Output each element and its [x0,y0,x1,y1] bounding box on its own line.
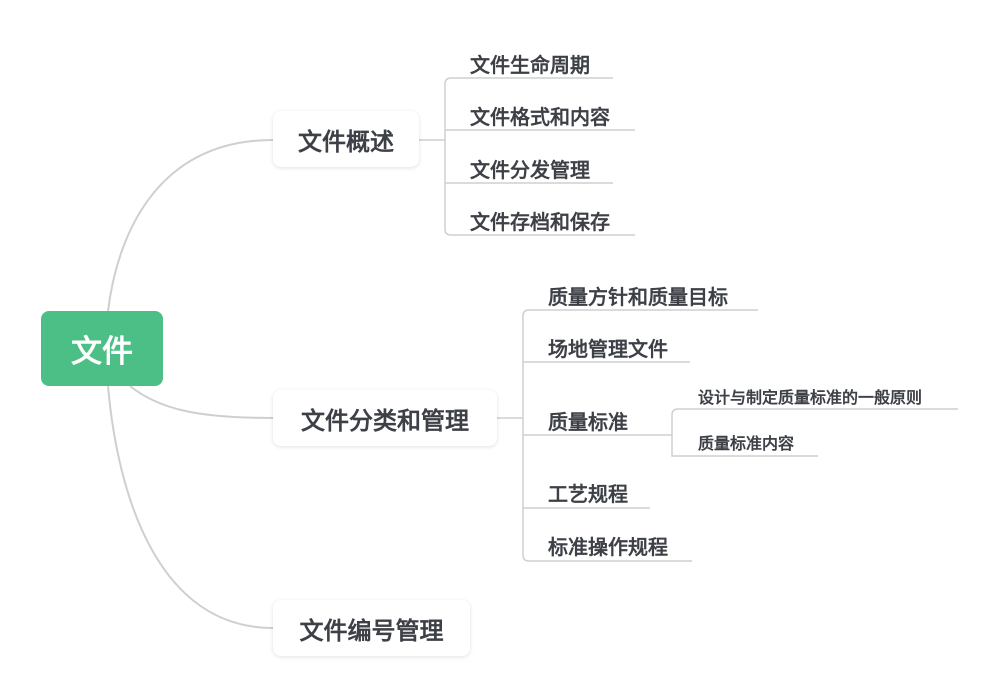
curve-to-numbering [107,385,274,629]
sub-leaf-node[interactable]: 设计与制定质量标准的一般原则 [698,388,923,407]
leaf-node[interactable]: 质量方针和质量目标 [548,285,728,309]
leaf-node[interactable]: 工艺规程 [548,482,628,506]
leaf-node[interactable]: 质量标准 [548,410,628,434]
leaf-node[interactable]: 文件生命周期 [470,53,590,77]
leaf-node[interactable]: 文件存档和保存 [470,210,610,234]
sub-leaf-node[interactable]: 质量标准内容 [698,434,795,453]
curve-to-classification [129,385,274,419]
leaf-node[interactable]: 文件格式和内容 [470,105,610,129]
branch-file-numbering[interactable]: 文件编号管理 [273,600,470,656]
leaf-node[interactable]: 标准操作规程 [548,535,668,559]
root-node[interactable]: 文件 [41,311,163,386]
leaf-node[interactable]: 文件分发管理 [470,158,590,182]
leaf-node[interactable]: 场地管理文件 [548,337,668,361]
curve-to-overview [107,139,274,312]
branch-file-classification[interactable]: 文件分类和管理 [273,390,497,446]
branch-file-overview[interactable]: 文件概述 [273,111,419,167]
